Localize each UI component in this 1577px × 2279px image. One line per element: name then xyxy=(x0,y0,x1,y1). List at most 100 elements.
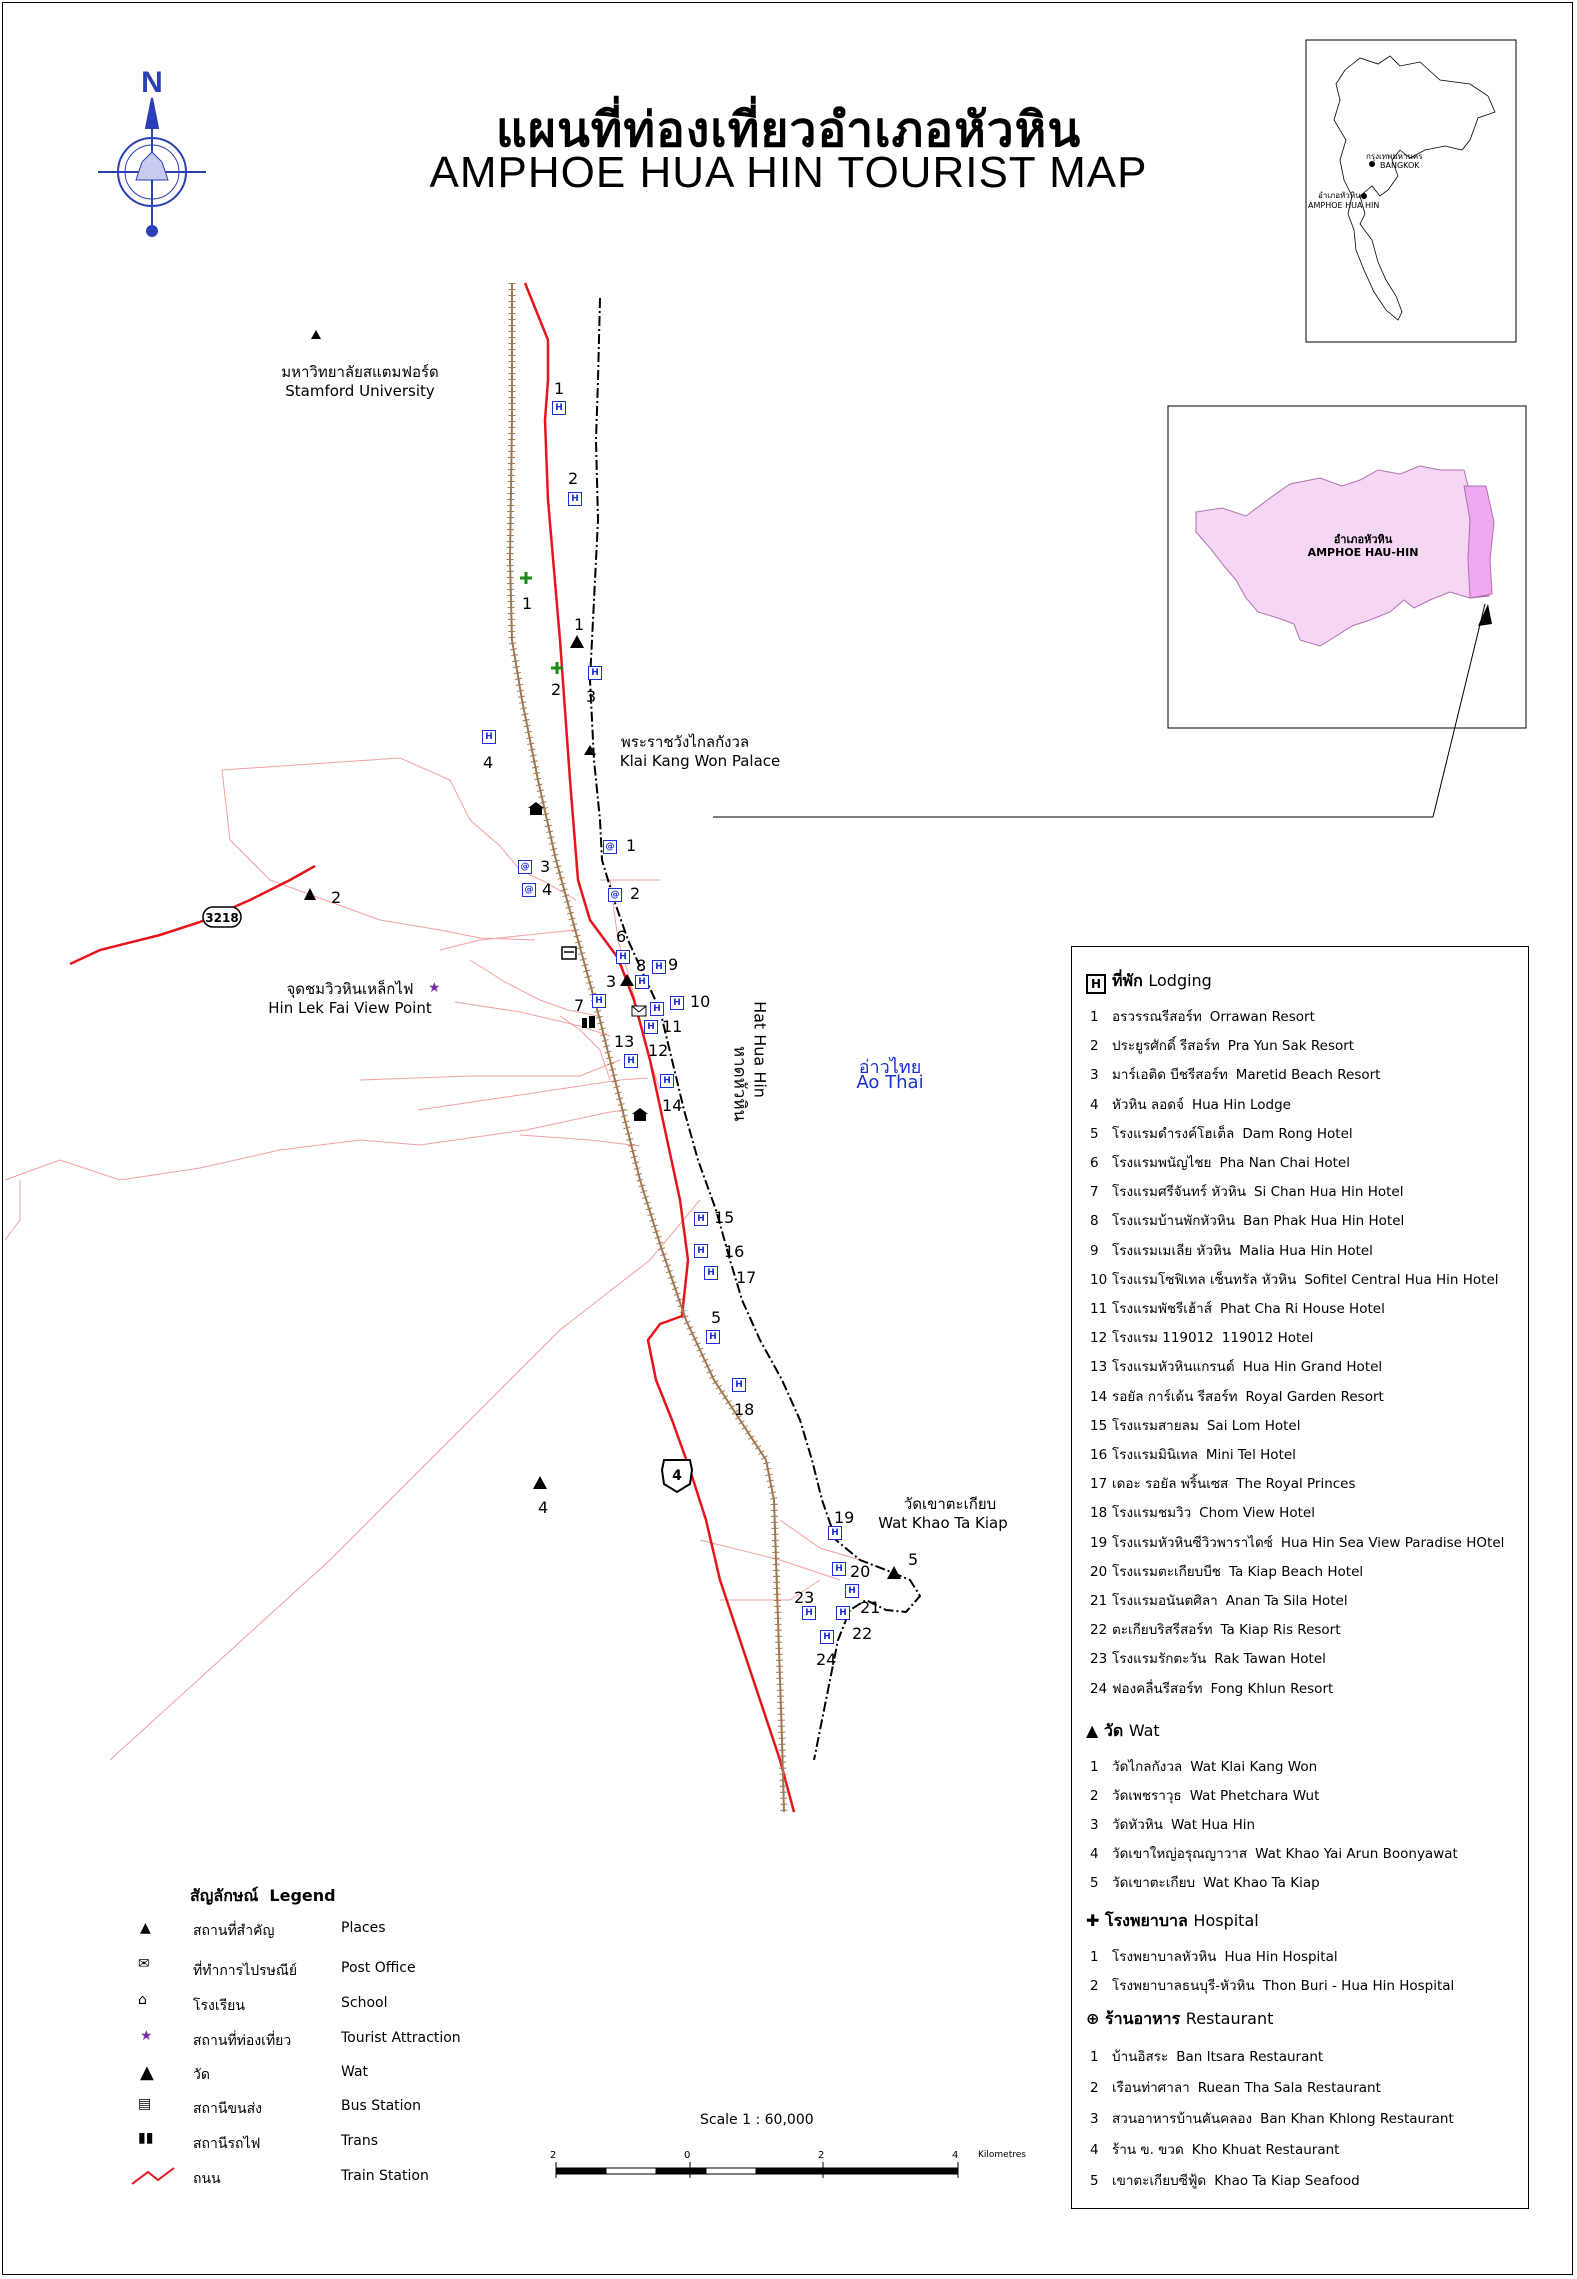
post-office-legend-icon: ✉ xyxy=(138,1956,150,1972)
lodging-marker[interactable]: H xyxy=(828,1526,842,1540)
restaurant-number: 2 xyxy=(630,884,641,903)
restaurant-item-thai: ร้าน ข. ขวด xyxy=(1112,2142,1184,2158)
lodging-number: 24 xyxy=(816,1650,837,1669)
restaurant-marker[interactable]: @ xyxy=(608,888,622,902)
lodging-item-thai: ตะเกียบริสรีสอร์ท xyxy=(1112,1622,1213,1639)
wat-1-icon xyxy=(570,635,584,648)
wat-5-icon xyxy=(887,1566,901,1579)
legend-label-english: Train Station xyxy=(341,2168,429,2184)
lodging-marker[interactable]: H xyxy=(706,1330,720,1344)
scale-tick: 0 xyxy=(684,2150,691,2161)
legend-label-thai: ถนน xyxy=(193,2171,221,2187)
restaurant-marker[interactable]: @ xyxy=(518,860,532,874)
wat-icon: ▲ xyxy=(1086,1721,1104,1740)
restaurant-icon: ⊕ xyxy=(1086,2009,1105,2028)
restaurant-item-english: Khao Ta Kiap Seafood xyxy=(1214,2173,1360,2189)
lodging-marker[interactable]: H xyxy=(635,975,649,989)
inset-bangkok-english: BANGKOK xyxy=(1380,161,1420,170)
lodging-marker[interactable]: H xyxy=(832,1562,846,1576)
lodging-number: 14 xyxy=(662,1096,683,1115)
legend-label-english: Tourist Attraction xyxy=(341,2030,461,2046)
lodging-title-thai: ที่พัก xyxy=(1112,971,1143,990)
lodging-marker[interactable]: H xyxy=(588,666,602,680)
wat-item-number: 4 xyxy=(1090,1846,1099,1862)
viewpoint-label-english: Hin Lek Fai View Point xyxy=(268,999,432,1017)
lodging-item-thai: โรงแรม 119012 xyxy=(1112,1330,1214,1347)
lodging-number: 4 xyxy=(483,753,494,772)
train-station-legend-icon: ▮▮ xyxy=(138,2130,154,2146)
lodging-item-number: 18 xyxy=(1090,1505,1108,1522)
legend-label-thai: สถานที่สำคัญ xyxy=(193,1923,275,1939)
lodging-marker[interactable]: H xyxy=(732,1378,746,1392)
lodging-item-thai: ประยูรศักดิ์ รีสอร์ท xyxy=(1112,1038,1220,1055)
school-icon xyxy=(528,802,544,815)
lodging-marker[interactable]: H xyxy=(568,492,582,506)
lodging-marker[interactable]: H xyxy=(694,1212,708,1226)
lodging-item-number: 3 xyxy=(1090,1067,1099,1084)
lodging-marker[interactable]: H xyxy=(650,1002,664,1016)
hua-hin-dot xyxy=(1361,193,1367,199)
lodging-marker[interactable]: H xyxy=(820,1630,834,1644)
lodging-number: 20 xyxy=(850,1562,871,1581)
wat-number: 1 xyxy=(574,615,585,634)
north-arrow-compass-icon xyxy=(98,97,206,237)
lodging-item-english: Rak Tawan Hotel xyxy=(1214,1651,1326,1668)
restaurant-marker[interactable]: @ xyxy=(522,883,536,897)
lodging-number: 5 xyxy=(711,1308,722,1327)
palace-label-english: Klai Kang Won Palace xyxy=(619,752,781,770)
lodging-item-thai: โรงแรมสายลม xyxy=(1112,1417,1199,1434)
lodging-item-thai: โรงแรมมินิเทล xyxy=(1112,1447,1198,1463)
lodging-item-thai: ฟองคลื่นรีสอร์ท xyxy=(1112,1680,1203,1697)
restaurant-item-english: Ruean Tha Sala Restaurant xyxy=(1197,2080,1381,2096)
lodging-item-number: 13 xyxy=(1090,1359,1108,1376)
legend-title-english: Legend xyxy=(269,1886,336,1905)
road-4-label: 4 xyxy=(672,1468,682,1484)
wat-number: 2 xyxy=(331,888,342,907)
lodging-marker[interactable]: H xyxy=(616,950,630,964)
lodging-marker[interactable]: H xyxy=(836,1606,850,1620)
lodging-marker[interactable]: H xyxy=(482,730,496,744)
province-highlight xyxy=(1463,485,1495,599)
post-office-icon xyxy=(631,1005,647,1017)
lodging-marker[interactable]: H xyxy=(845,1584,859,1598)
lodging-marker[interactable]: H xyxy=(694,1244,708,1258)
lodging-marker[interactable]: H xyxy=(552,401,566,415)
lodging-item-thai: โรงแรมเมเลีย หัวหิน xyxy=(1112,1242,1232,1259)
lodging-marker[interactable]: H xyxy=(624,1054,638,1068)
lodging-item-english: Sofitel Central Hua Hin Hotel xyxy=(1304,1271,1499,1288)
lodging-item-number: 7 xyxy=(1090,1184,1099,1201)
lodging-number: 9 xyxy=(668,955,679,974)
lodging-item-number: 17 xyxy=(1090,1476,1108,1493)
inset-huahin-thai: อำเภอหัวหิน xyxy=(1318,191,1361,200)
map-title-english: AMPHOE HUA HIN TOURIST MAP xyxy=(429,148,1148,197)
lodging-marker[interactable]: H xyxy=(670,996,684,1010)
lodging-marker[interactable]: H xyxy=(660,1074,674,1088)
lodging-marker[interactable]: H xyxy=(652,960,666,974)
beach-label-english: Hat Hua Hin xyxy=(750,1001,770,1098)
lodging-item-thai: มาร์เอติด บีชรีสอร์ท xyxy=(1112,1067,1228,1084)
restaurant-marker[interactable]: @ xyxy=(603,840,617,854)
hospital-item-number: 2 xyxy=(1090,1978,1099,1994)
lodging-number: 17 xyxy=(736,1268,757,1287)
lodging-marker[interactable]: H xyxy=(802,1606,816,1620)
lodging-marker[interactable]: H xyxy=(644,1020,658,1034)
lodging-marker[interactable]: H xyxy=(704,1266,718,1280)
stamford-place-icon xyxy=(311,330,321,339)
inset-bangkok-thai: กรุงเทพมหานคร xyxy=(1366,152,1423,161)
restaurant-item-thai: สวนอาหารบ้านคันคลอง xyxy=(1112,2111,1253,2127)
coastline xyxy=(588,297,922,1761)
lodging-item-number: 8 xyxy=(1090,1213,1099,1230)
hospital-header: ✚ โรงพยาบาล Hospital xyxy=(1086,1909,1259,1934)
lodging-item-number: 4 xyxy=(1090,1096,1099,1113)
legend-label-english: Bus Station xyxy=(341,2098,421,2114)
wat-4-icon xyxy=(533,1476,547,1489)
lodging-number: 19 xyxy=(834,1508,855,1527)
lodging-marker[interactable]: H xyxy=(592,994,606,1008)
restaurant-number: 3 xyxy=(540,857,551,876)
